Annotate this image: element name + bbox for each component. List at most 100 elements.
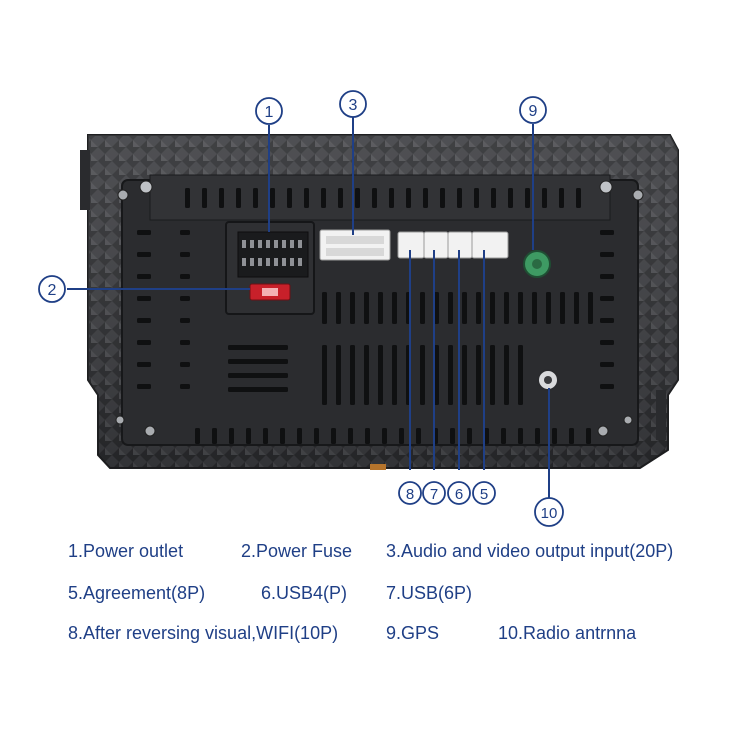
vent-slot xyxy=(236,188,241,208)
vent-slot xyxy=(490,345,495,405)
vent-slot xyxy=(476,292,481,324)
vent-slot xyxy=(552,428,557,444)
vent-slot xyxy=(525,188,530,208)
vent-slot xyxy=(448,292,453,324)
vent-slot xyxy=(304,188,309,208)
vent-slot xyxy=(576,188,581,208)
vent-slot xyxy=(219,188,224,208)
vent-slot xyxy=(518,428,523,444)
callout-2-label: 2 xyxy=(48,282,57,299)
vent-slot xyxy=(476,345,481,405)
connector-pin xyxy=(282,258,286,266)
callout-7-label: 7 xyxy=(430,486,438,503)
vent-slot xyxy=(569,428,574,444)
vent-slot xyxy=(137,340,151,345)
vent-slot xyxy=(229,428,234,444)
connector-pin xyxy=(298,240,302,248)
callout-3-label: 3 xyxy=(349,97,358,114)
vent-slot xyxy=(314,428,319,444)
vent-slot xyxy=(137,274,151,279)
vent-slot xyxy=(378,345,383,405)
vent-slot xyxy=(185,188,190,208)
vent-slot xyxy=(180,340,190,345)
vent-slot xyxy=(420,292,425,324)
vent-slot xyxy=(364,345,369,405)
connector-pin xyxy=(242,240,246,248)
vent-slot xyxy=(137,318,151,323)
vent-slot xyxy=(457,188,462,208)
gps-jack xyxy=(523,250,551,278)
callout-9: 9 xyxy=(519,96,547,124)
vent-slot xyxy=(364,292,369,324)
vent-slot xyxy=(542,188,547,208)
vent-slot xyxy=(350,345,355,405)
connector-7-usb6p xyxy=(423,231,449,259)
vent-slot xyxy=(440,188,445,208)
vent-slot xyxy=(137,384,151,389)
vent-slot xyxy=(491,188,496,208)
vent-slot xyxy=(212,428,217,444)
vent-slot xyxy=(462,292,467,324)
vent-slot xyxy=(202,188,207,208)
power-connector xyxy=(225,221,315,315)
callout-6-label: 6 xyxy=(455,486,463,503)
vent-slot xyxy=(322,345,327,405)
vent-slot xyxy=(560,292,565,324)
vent-slot xyxy=(490,292,495,324)
vent-slot xyxy=(600,230,614,235)
vent-slot xyxy=(137,252,151,257)
vent-slot xyxy=(180,384,190,389)
vent-slot xyxy=(228,359,288,364)
vent-slot xyxy=(434,345,439,405)
vent-slot xyxy=(228,387,288,392)
vent-slot xyxy=(559,188,564,208)
connector-5-agreement xyxy=(471,231,509,259)
vent-slot xyxy=(546,292,551,324)
vent-slot xyxy=(253,188,258,208)
vent-slot xyxy=(462,345,467,405)
vent-slot xyxy=(392,345,397,405)
vent-slot xyxy=(338,188,343,208)
vent-slot xyxy=(392,292,397,324)
vent-slot xyxy=(180,362,190,367)
radio-antenna-jack xyxy=(537,369,559,391)
callout-8-label: 8 xyxy=(406,486,414,503)
callout-5: 5 xyxy=(472,481,496,505)
callout-10-label: 10 xyxy=(541,505,558,522)
callout-9-label: 9 xyxy=(529,103,538,120)
vent-slot xyxy=(600,362,614,367)
vent-slot xyxy=(588,292,593,324)
vent-slot xyxy=(450,428,455,444)
vent-slot xyxy=(532,292,537,324)
vent-slot xyxy=(336,345,341,405)
callout-10: 10 xyxy=(534,497,564,527)
callout-3: 3 xyxy=(339,90,367,118)
vent-slot xyxy=(348,428,353,444)
connector-pin xyxy=(266,258,270,266)
vent-slot xyxy=(434,292,439,324)
callout-5-label: 5 xyxy=(480,486,488,503)
vent-slot xyxy=(535,428,540,444)
vent-slot xyxy=(423,188,428,208)
vent-slot xyxy=(501,428,506,444)
callout-7: 7 xyxy=(422,481,446,505)
connector-pin xyxy=(274,240,278,248)
vent-slot xyxy=(372,188,377,208)
vent-slot xyxy=(389,188,394,208)
connector-pin xyxy=(290,240,294,248)
connector-pin xyxy=(250,240,254,248)
vent-slot xyxy=(600,384,614,389)
vent-slot xyxy=(600,252,614,257)
connector-pin xyxy=(258,240,262,248)
vent-slot xyxy=(180,274,190,279)
vent-slot xyxy=(600,274,614,279)
vent-slot xyxy=(600,340,614,345)
fuse-clip xyxy=(262,288,278,296)
vent-slot xyxy=(574,292,579,324)
connector-pin xyxy=(258,258,262,266)
vent-slot xyxy=(448,345,453,405)
vent-slot xyxy=(180,230,190,235)
vent-slot xyxy=(600,318,614,323)
vent-slot xyxy=(228,373,288,378)
